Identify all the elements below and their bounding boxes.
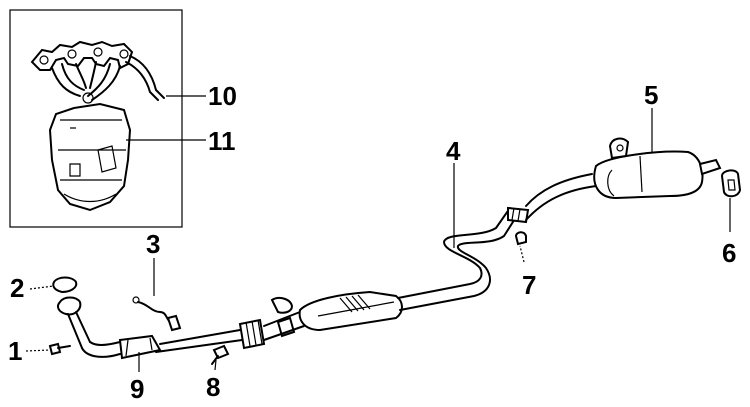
callout-3: 3 <box>146 229 160 259</box>
callout-8: 8 <box>206 372 220 402</box>
callout-5: 5 <box>644 80 658 110</box>
screw <box>211 344 230 365</box>
exhaust-line <box>48 137 742 365</box>
catalytic-converter <box>48 102 132 212</box>
callout-7: 7 <box>522 270 536 300</box>
intermediate-pipe <box>397 173 597 311</box>
callout-6: 6 <box>722 238 736 268</box>
callout-1: 1 <box>8 336 22 366</box>
callout-labels: 1 2 3 4 5 6 7 8 9 10 11 <box>8 80 736 404</box>
callout-10: 10 <box>208 81 237 111</box>
front-pipe <box>57 296 243 360</box>
oxygen-sensor <box>132 296 182 332</box>
callout-9: 9 <box>130 374 144 404</box>
exhaust-manifold <box>30 40 165 104</box>
manifold-inset <box>9 9 183 228</box>
rubber-hanger <box>514 231 527 246</box>
flex-joint <box>238 297 305 350</box>
rear-silencer <box>593 137 722 200</box>
inset-frame <box>9 9 183 228</box>
rubber-mount <box>720 169 742 198</box>
callout-2: 2 <box>10 273 24 303</box>
flange-gasket <box>52 276 78 294</box>
centre-silencer <box>298 290 403 332</box>
leader-lines <box>25 95 731 372</box>
callout-11: 11 <box>208 126 236 156</box>
callout-4: 4 <box>446 136 461 166</box>
bolt <box>48 342 71 356</box>
